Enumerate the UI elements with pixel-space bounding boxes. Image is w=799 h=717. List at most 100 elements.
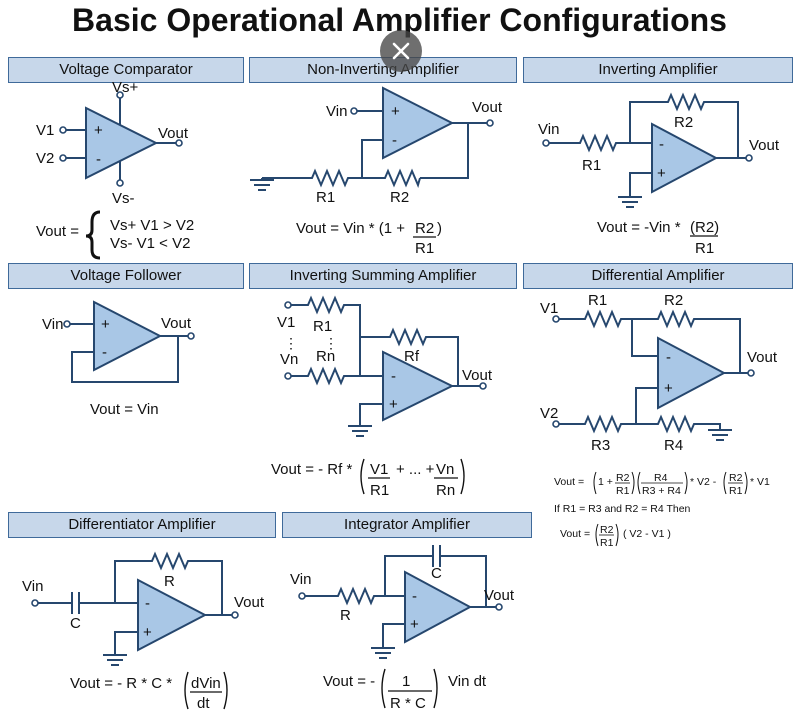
comparator-v2-label: V2: [36, 150, 54, 167]
differential-r4-label: R4: [664, 437, 683, 454]
summing-formula-r1: R1: [370, 482, 389, 499]
header-differentiator-amplifier: Differentiator Amplifier: [8, 512, 276, 538]
summing-formula-prefix: Vout = - Rf *: [271, 461, 352, 478]
integrator-circuit: - + Vin R C Vout Vout = - 1 R * C Vin dt: [290, 545, 515, 712]
inverting-op-amp: [651, 122, 719, 194]
differential-formula1-num2: R4: [654, 472, 668, 484]
summing-vout-label: Vout: [462, 367, 493, 384]
follower-formula: Vout = Vin: [90, 401, 159, 418]
differential-r2-label: R2: [664, 292, 683, 309]
differentiator-op-amp: [137, 578, 208, 652]
differential-r1-label: R1: [588, 292, 607, 309]
differential-condition: If R1 = R3 and R2 = R4 Then: [554, 503, 691, 515]
differentiator-vout-label: Vout: [234, 594, 265, 611]
differentiator-plus-sign: +: [143, 624, 152, 641]
comparator-vsm-label: Vs-: [112, 190, 135, 207]
header-inverting-summing-amplifier: Inverting Summing Amplifier: [249, 263, 517, 289]
differential-vout-label: Vout: [747, 349, 778, 366]
summing-plus-sign: +: [389, 396, 398, 413]
summing-rf-label: Rf: [404, 348, 420, 365]
differential-formula2-lhs: Vout =: [560, 528, 590, 540]
differentiator-c-label: C: [70, 615, 81, 632]
integrator-formula-prefix: Vout = -: [323, 673, 375, 690]
comparator-formula-case1: Vs+ V1 > V2: [110, 217, 194, 234]
non-inverting-r1-label: R1: [316, 189, 335, 206]
follower-vout-label: Vout: [161, 315, 192, 332]
differential-formula1-den1: R1: [616, 485, 630, 497]
differentiator-minus-sign: -: [145, 595, 150, 612]
non-inverting-formula-denominator: R1: [415, 240, 434, 257]
comparator-plus-sign: +: [94, 122, 103, 139]
summing-rn-label: Rn: [316, 348, 335, 365]
differentiator-formula-denominator: dt: [197, 695, 210, 712]
comparator-vsp-label: Vs+: [112, 79, 139, 96]
non-inverting-formula-numerator: R2: [415, 220, 434, 237]
header-voltage-follower: Voltage Follower: [8, 263, 244, 289]
differentiator-formula-prefix: Vout = - R * C *: [70, 675, 172, 692]
integrator-formula-numerator: 1: [402, 673, 410, 690]
summing-op-amp: [382, 350, 455, 422]
close-button[interactable]: [380, 30, 422, 72]
follower-vin-label: Vin: [42, 316, 63, 333]
inverting-plus-sign: +: [657, 165, 666, 182]
inverting-r1-label: R1: [582, 157, 601, 174]
non-inverting-formula-prefix: Vout = Vin * (1 +: [296, 220, 405, 237]
differential-formula1-lhs: Vout =: [554, 476, 584, 488]
differentiator-formula-numerator: dVin: [191, 675, 221, 692]
comparator-minus-sign: -: [96, 151, 101, 168]
differential-v1-label: V1: [540, 300, 558, 317]
differential-minus-sign: -: [666, 349, 671, 366]
differential-plus-sign: +: [664, 380, 673, 397]
header-differential-amplifier: Differential Amplifier: [523, 263, 793, 289]
differential-formula1-mid: * V2 -: [690, 476, 717, 488]
differential-op-amp: [657, 336, 727, 410]
non-inverting-vout-label: Vout: [472, 99, 503, 116]
integrator-minus-sign: -: [412, 588, 417, 605]
integrator-formula-end: Vin dt: [448, 673, 487, 690]
differential-formula1-num1: R2: [616, 472, 630, 484]
differential-formula1-open: 1 +: [598, 476, 613, 488]
inverting-minus-sign: -: [659, 136, 664, 153]
summing-vn-label: Vn: [280, 351, 298, 368]
non-inverting-circuit: + - Vin Vout R1 R2 Vout = Vin * (1 + R2 …: [250, 86, 503, 257]
differentiator-r-label: R: [164, 573, 175, 590]
non-inverting-plus-sign: +: [391, 103, 400, 120]
integrator-op-amp: [404, 570, 473, 644]
comparator-v1-label: V1: [36, 122, 54, 139]
summing-formula-vn: Vn: [436, 461, 454, 478]
integrator-vin-label: Vin: [290, 571, 311, 588]
differential-formula1-end: * V1: [750, 476, 770, 488]
summing-v1-label: V1: [277, 314, 295, 331]
differentiator-vin-label: Vin: [22, 578, 43, 595]
inverting-vin-label: Vin: [538, 121, 559, 138]
comparator-vout-label: Vout: [158, 125, 189, 142]
close-icon: [392, 42, 410, 60]
header-voltage-comparator: Voltage Comparator: [8, 57, 244, 83]
comparator-brace: [85, 210, 101, 260]
differential-formula2-num: R2: [600, 524, 614, 536]
inverting-vout-label: Vout: [749, 137, 780, 154]
differential-formula1-den2: R3 + R4: [642, 485, 681, 497]
summing-input-dots: ⋮: [284, 335, 298, 351]
non-inverting-vin-label: Vin: [326, 103, 347, 120]
differentiator-circuit: - + Vin C R Vout Vout = - R * C * dVin d…: [22, 551, 265, 712]
differential-v2-label: V2: [540, 405, 558, 422]
voltage-comparator-circuit: + - Vs+ Vs- V1 V2 Vout Vout = Vs+ V1 > V…: [36, 79, 194, 260]
differential-formula2-end: ( V2 - V1 ): [623, 528, 671, 540]
differential-formula1-den3: R1: [729, 485, 743, 497]
non-inverting-op-amp: [382, 86, 455, 160]
summing-resistor-dots: ⋮: [324, 335, 338, 351]
comparator-op-amp: [85, 106, 159, 180]
follower-minus-sign: -: [102, 344, 107, 361]
differential-amplifier-circuit: - + V1 V2 R1 R2 R3 R4 Vout Vout = 1 + R2…: [540, 292, 778, 549]
voltage-follower-circuit: + - Vin Vout Vout = Vin: [42, 300, 195, 418]
integrator-vout-label: Vout: [484, 587, 515, 604]
header-integrator-amplifier: Integrator Amplifier: [282, 512, 532, 538]
differential-formula1-num3: R2: [729, 472, 743, 484]
integrator-plus-sign: +: [410, 616, 419, 633]
inverting-r2-label: R2: [674, 114, 693, 131]
integrator-formula-denominator: R * C: [390, 695, 426, 712]
summing-formula-v1: V1: [370, 461, 388, 478]
summing-formula-rn: Rn: [436, 482, 455, 499]
